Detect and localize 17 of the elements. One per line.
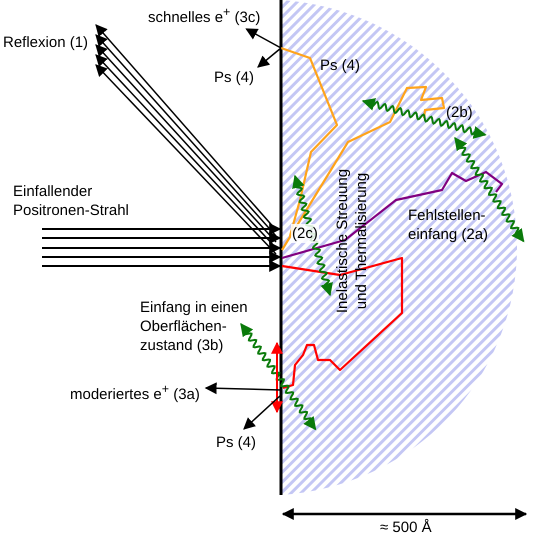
arrow — [257, 47, 282, 68]
arrow — [245, 28, 282, 49]
beam-label: Einfallender Positronen-Strahl — [13, 182, 130, 220]
process-label: schnelles e$^{+}$ (3c) — [148, 3, 260, 27]
process-label: (2b) — [446, 103, 473, 122]
process-label: Ps (4) — [216, 433, 256, 452]
arrow — [243, 394, 282, 430]
process-label: Ps (4) — [214, 68, 254, 87]
process-label: Ps (4) — [320, 56, 360, 75]
process-label: moderiertes e$^{+}$ (3a) — [70, 380, 200, 404]
process-label: (2c) — [291, 224, 319, 243]
arrow — [204, 382, 282, 394]
process-label: Fehlstellen-einfang (2a) — [408, 206, 490, 244]
process-label: Reflexion (1) — [3, 33, 88, 52]
process-label: Einfang in einen Oberflächen-zustand (3b) — [140, 298, 249, 355]
dimension-label: ≈ 500 Å — [380, 518, 432, 537]
process-label: Inelastische Streuung und Thermalisierung — [333, 168, 371, 316]
